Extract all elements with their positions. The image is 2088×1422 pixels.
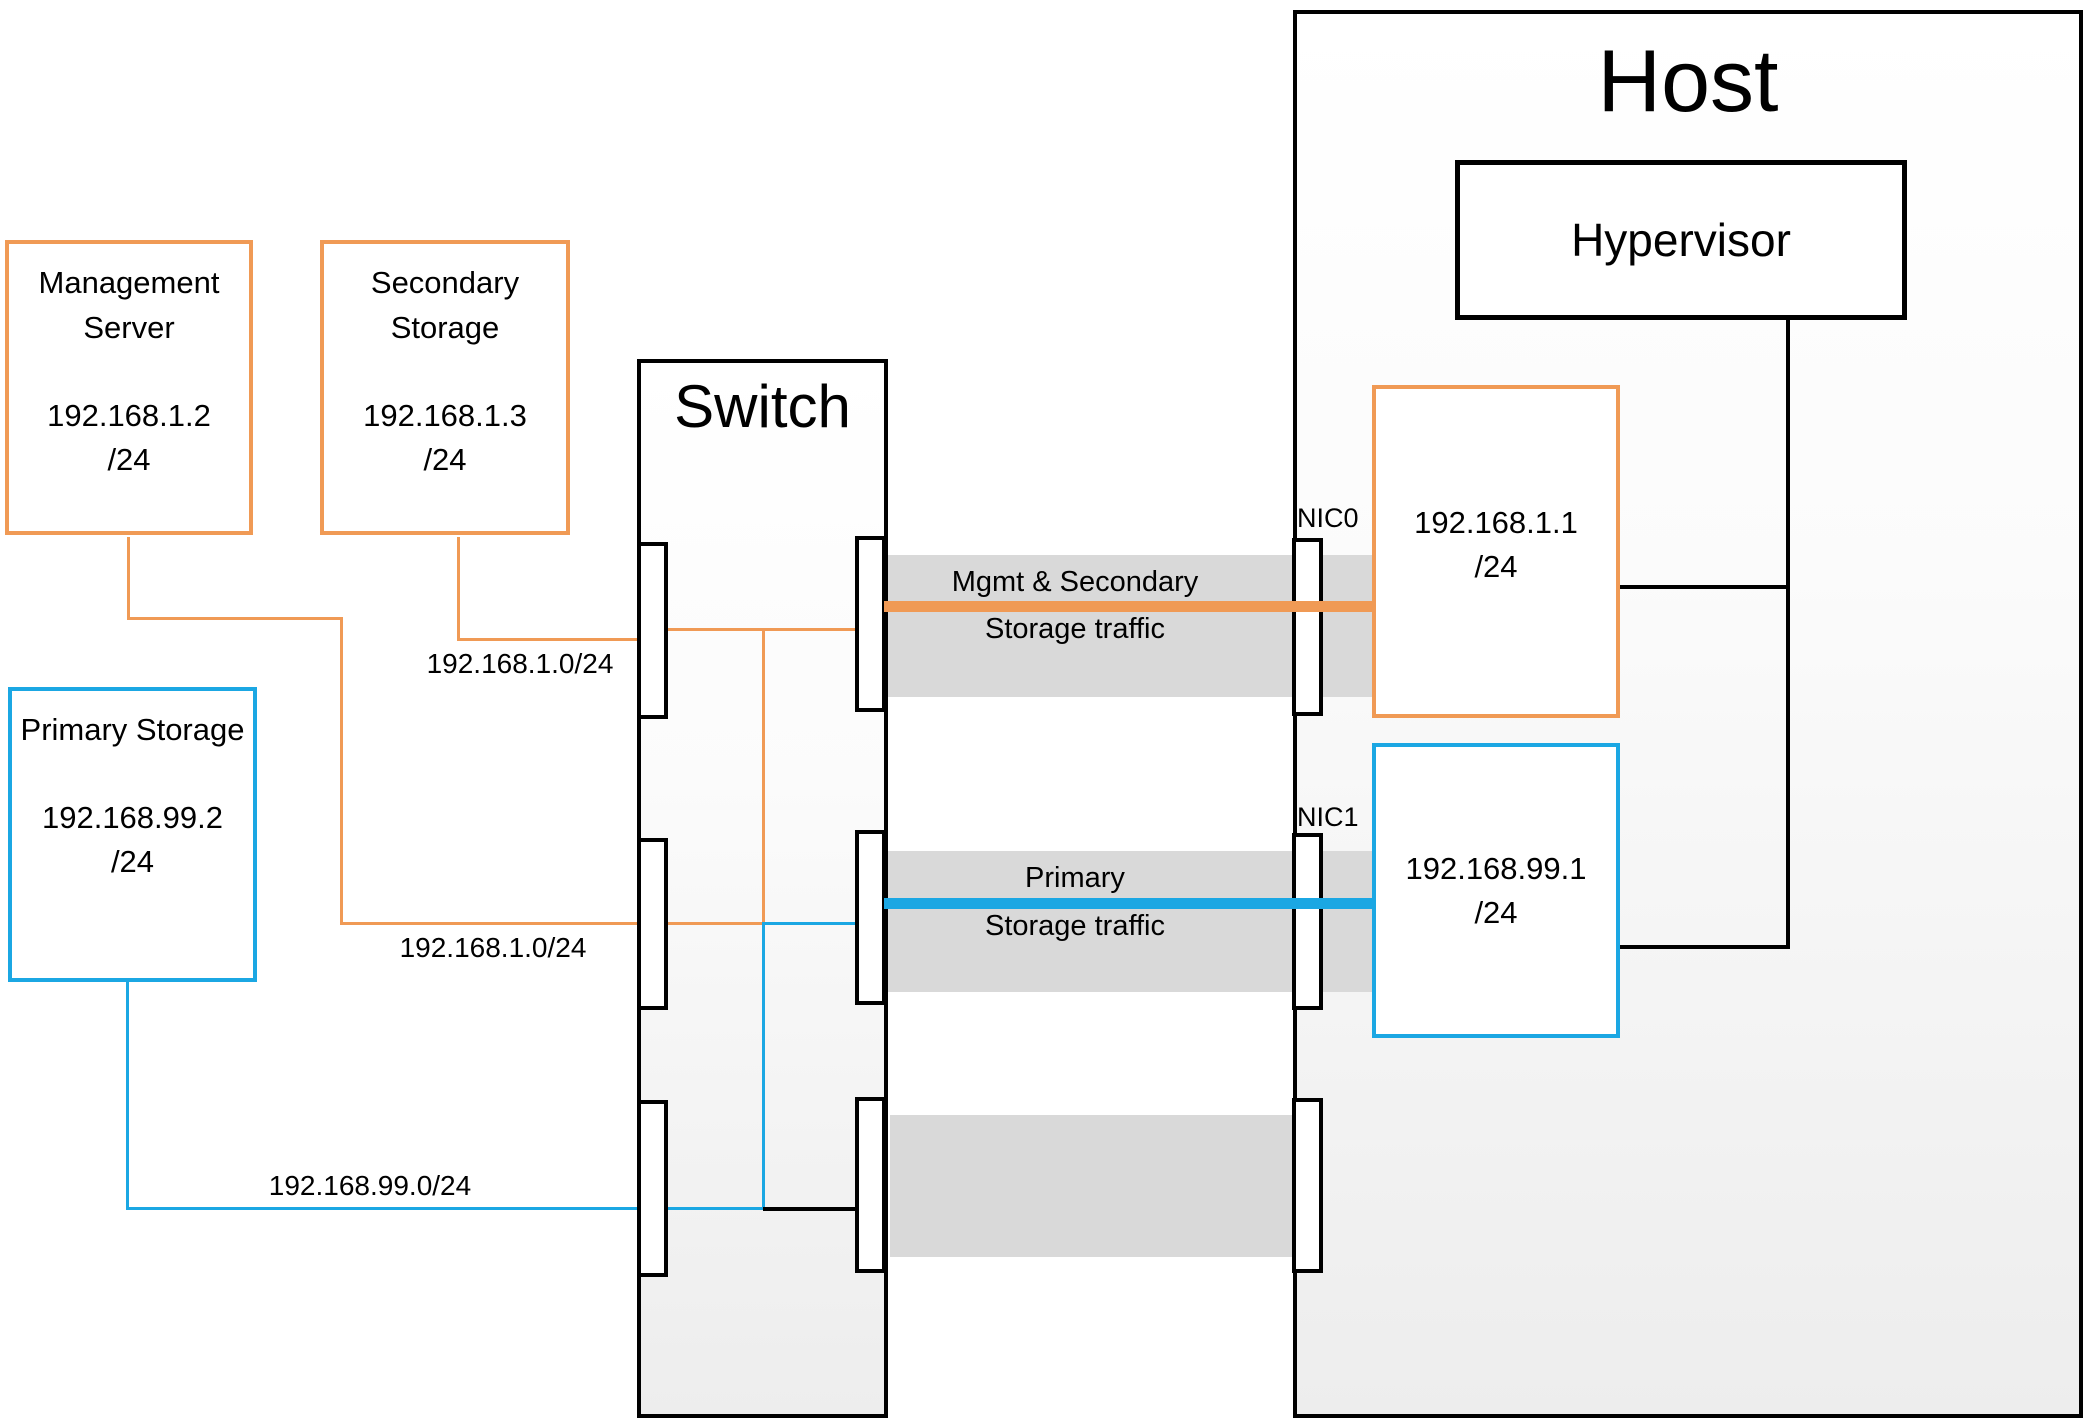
host-port-nic1 — [1292, 833, 1323, 1010]
nic1-ip: 192.168.99.1 — [1405, 851, 1587, 886]
mgmt-traffic-band — [888, 555, 1293, 697]
management-server-title: Management Server — [38, 265, 220, 345]
primary-link-to-port — [126, 1207, 642, 1210]
nic1-hypervisor-connector — [1618, 945, 1790, 949]
nic1-label: NIC1 — [1297, 802, 1359, 832]
mgmt-traffic-stripe — [884, 601, 1372, 612]
switch-port-right-2 — [855, 830, 886, 1005]
subnet-label-mgmt-upper: 192.168.1.0/24 — [426, 648, 614, 679]
secondary-link-to-port — [457, 638, 642, 641]
switch-wire-row2-orange — [666, 922, 765, 925]
management-server-cidr: /24 — [107, 442, 151, 477]
nic1-box: 192.168.99.1 /24 — [1372, 743, 1620, 1038]
switch-port-left-2 — [637, 838, 668, 1010]
primary-traffic-stripe — [884, 898, 1372, 909]
management-server-ip: 192.168.1.2 — [47, 398, 211, 433]
switch-wire-row2-blue — [763, 922, 859, 925]
management-server-box: Management Server 192.168.1.2 /24 — [5, 240, 253, 535]
switch-port-left-1 — [637, 542, 668, 719]
mgmt-link-drop2 — [340, 617, 343, 925]
switch-wire-row3-black — [763, 1207, 859, 1211]
primary-traffic-band — [888, 851, 1293, 992]
switch-wire-vertical-orange — [762, 628, 765, 925]
primary-link-drop — [126, 982, 129, 1210]
hypervisor-title: Hypervisor — [1571, 214, 1791, 266]
hypervisor-box: Hypervisor — [1455, 160, 1907, 320]
switch-wire-row3-blue — [666, 1207, 765, 1210]
subnet-label-mgmt-lower: 192.168.1.0/24 — [399, 932, 587, 963]
secondary-storage-box: Secondary Storage 192.168.1.3 /24 — [320, 240, 570, 535]
primary-storage-box: Primary Storage 192.168.99.2 /24 — [8, 687, 257, 982]
switch-title: Switch — [674, 373, 851, 440]
mgmt-traffic-label-line2: Storage traffic — [984, 613, 1165, 645]
mgmt-traffic-label-line1: Mgmt & Secondary — [951, 566, 1199, 598]
primary-storage-ip: 192.168.99.2 — [41, 800, 223, 835]
switch-port-left-3 — [637, 1100, 668, 1277]
primary-storage-cidr: /24 — [110, 844, 155, 879]
unused-traffic-band — [890, 1115, 1293, 1257]
subnet-label-primary: 192.168.99.0/24 — [268, 1170, 472, 1201]
primary-storage-title: Primary Storage — [20, 712, 245, 747]
nic0-hypervisor-connector — [1618, 585, 1790, 589]
host-port-nic0 — [1292, 538, 1323, 716]
switch-port-right-1 — [855, 536, 886, 712]
hypervisor-bus-vertical — [1786, 320, 1790, 949]
switch-wire-vertical-blue — [762, 922, 765, 1210]
mgmt-link-drop1 — [127, 537, 130, 619]
mgmt-link-to-port — [340, 922, 642, 925]
primary-traffic-label-line1: Primary — [1025, 862, 1125, 894]
switch-port-right-3 — [855, 1097, 886, 1273]
secondary-storage-cidr: /24 — [423, 442, 467, 477]
nic0-box: 192.168.1.1 /24 — [1372, 385, 1620, 718]
nic1-cidr: /24 — [1474, 895, 1518, 930]
secondary-link-drop — [457, 537, 460, 641]
nic0-ip: 192.168.1.1 — [1414, 505, 1578, 540]
nic0-label: NIC0 — [1297, 503, 1359, 533]
mgmt-link-jog — [127, 617, 343, 620]
secondary-storage-title: Secondary Storage — [370, 265, 520, 345]
secondary-storage-ip: 192.168.1.3 — [363, 398, 527, 433]
nic0-cidr: /24 — [1474, 549, 1518, 584]
primary-traffic-label-line2: Storage traffic — [984, 910, 1165, 942]
host-port-unused — [1292, 1098, 1323, 1273]
host-title: Host — [1597, 31, 1779, 130]
